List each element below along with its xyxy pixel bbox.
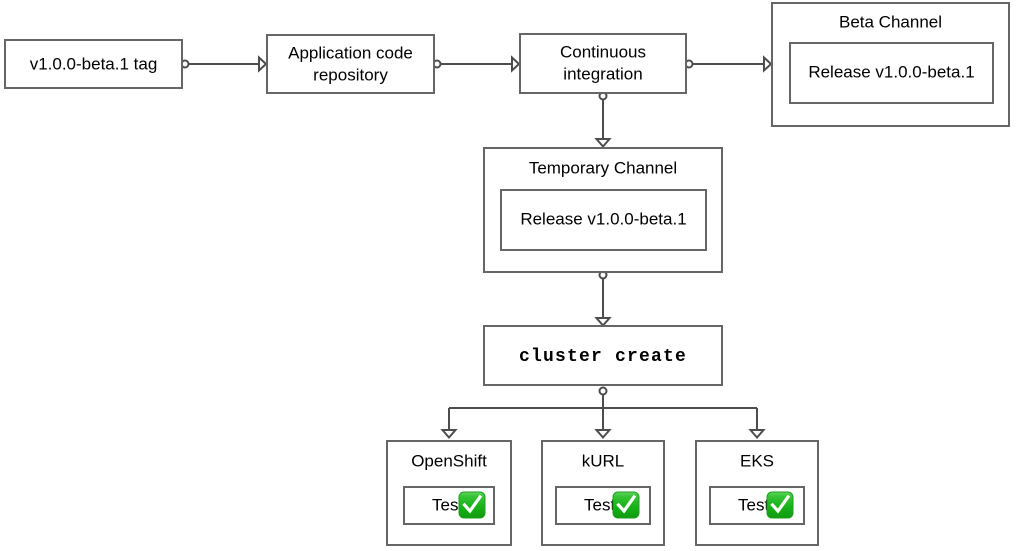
platform-kurl-title: kURL [582, 451, 625, 470]
node-tag[interactable]: v1.0.0-beta.1 tag [4, 39, 183, 89]
node-application-code-repository[interactable]: Application code repository [266, 34, 435, 94]
beta-channel-title: Beta Channel [839, 12, 942, 31]
node-repo-label-line1: Application code [288, 43, 413, 62]
group-beta-channel[interactable]: Beta Channel Release v1.0.0-beta.1 [771, 2, 1010, 127]
edge-ci-to-beta-channel [684, 55, 773, 73]
node-cluster-create-label: cluster create [519, 347, 687, 367]
green-check-icon [458, 491, 486, 519]
green-check-icon [766, 491, 794, 519]
node-repo-label-line2: repository [313, 65, 388, 84]
edge-cluster-create-to-platforms [440, 386, 766, 440]
group-platform-eks[interactable]: EKS Tests [695, 440, 819, 546]
temporary-channel-release-label: Release v1.0.0-beta.1 [520, 209, 686, 228]
beta-channel-release-label: Release v1.0.0-beta.1 [808, 62, 974, 81]
node-ci-label-line2: integration [563, 64, 642, 83]
node-ci-label-line1: Continuous [560, 42, 646, 61]
platform-eks-title: EKS [740, 451, 774, 470]
group-platform-kurl[interactable]: kURL Tests [541, 440, 665, 546]
edge-ci-to-temporary-channel [594, 91, 612, 149]
edge-tag-to-repo [180, 55, 268, 73]
temporary-channel-title: Temporary Channel [529, 158, 677, 177]
node-cluster-create[interactable]: cluster create [483, 325, 723, 386]
node-continuous-integration[interactable]: Continuous integration [519, 33, 687, 94]
group-temporary-channel[interactable]: Temporary Channel Release v1.0.0-beta.1 [483, 147, 723, 273]
edge-temporary-channel-to-cluster-create [594, 270, 612, 328]
group-platform-openshift[interactable]: OpenShift Tests [386, 440, 512, 546]
platform-openshift-title: OpenShift [411, 451, 487, 470]
node-tag-label: v1.0.0-beta.1 tag [30, 54, 158, 73]
green-check-icon [612, 491, 640, 519]
edge-repo-to-ci [432, 55, 521, 73]
